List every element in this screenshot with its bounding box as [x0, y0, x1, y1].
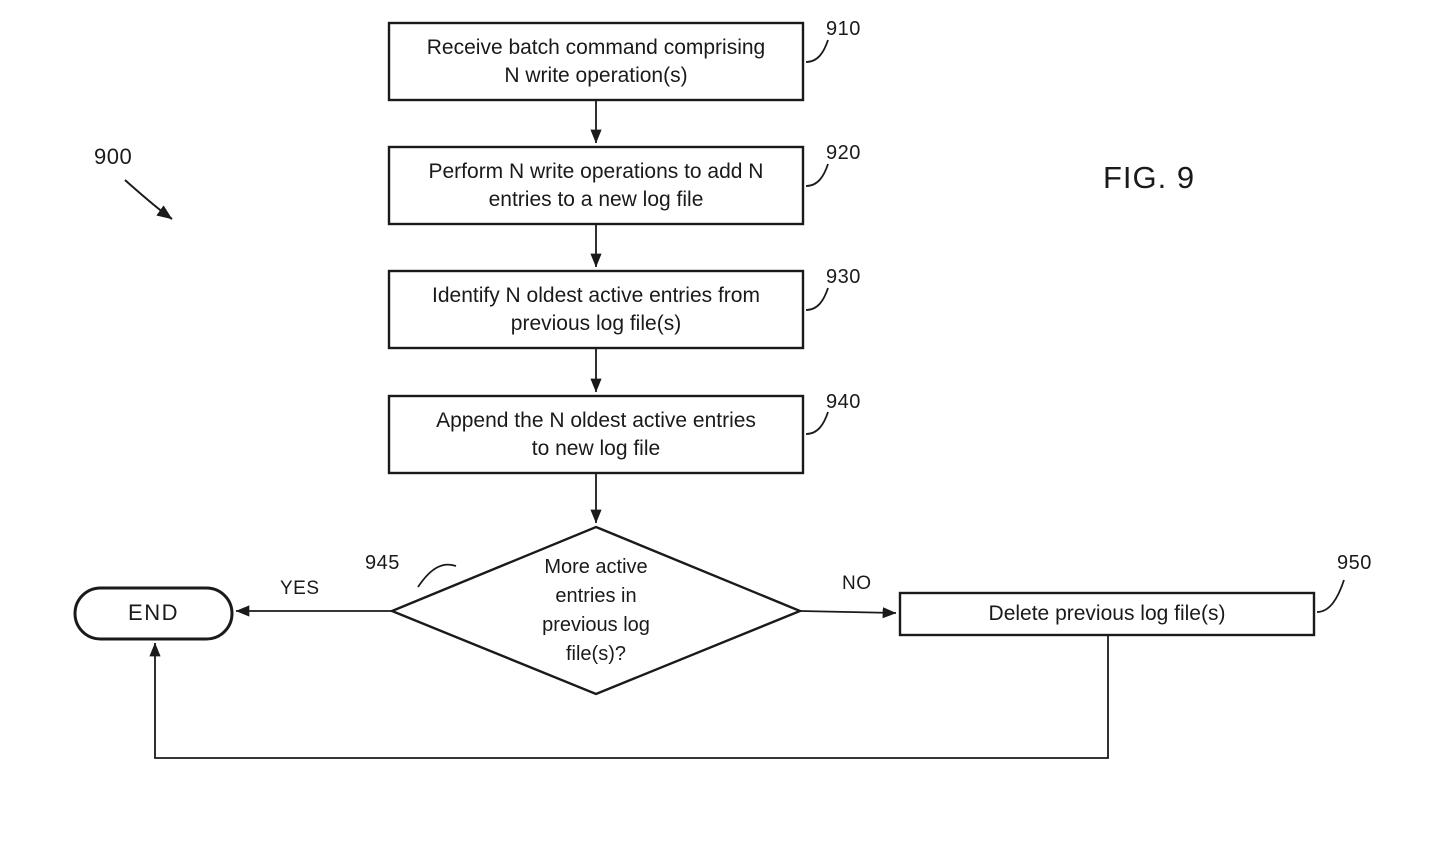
terminal-end-shape	[73, 586, 234, 641]
leader-900	[124, 179, 173, 220]
step-940-box	[387, 394, 805, 475]
step-920-box	[387, 145, 805, 226]
ref-numeral-920: 920	[826, 142, 861, 164]
step-930-box	[387, 269, 805, 350]
connector-no-delete	[799, 607, 897, 619]
leader-930	[805, 287, 829, 311]
ref-numeral-950: 950	[1337, 552, 1372, 574]
figure-title: FIG. 9	[1103, 160, 1196, 195]
decision-945-diamond	[388, 525, 804, 696]
leader-940	[805, 411, 829, 435]
edge-label-yes: YES	[280, 578, 320, 599]
leader-920	[805, 163, 829, 187]
connector-loop-back	[149, 635, 1109, 759]
leader-910	[805, 39, 829, 63]
ref-numeral-910: 910	[826, 18, 861, 40]
ref-numeral-945: 945	[365, 552, 400, 574]
ref-numeral-930: 930	[826, 266, 861, 288]
edge-label-no: NO	[842, 573, 872, 594]
step-910-box	[387, 21, 805, 102]
ref-numeral-940: 940	[826, 391, 861, 413]
leader-950	[1316, 579, 1345, 613]
ref-numeral-900: 900	[94, 144, 133, 169]
step-950-box	[898, 591, 1316, 637]
leader-945	[417, 563, 457, 588]
